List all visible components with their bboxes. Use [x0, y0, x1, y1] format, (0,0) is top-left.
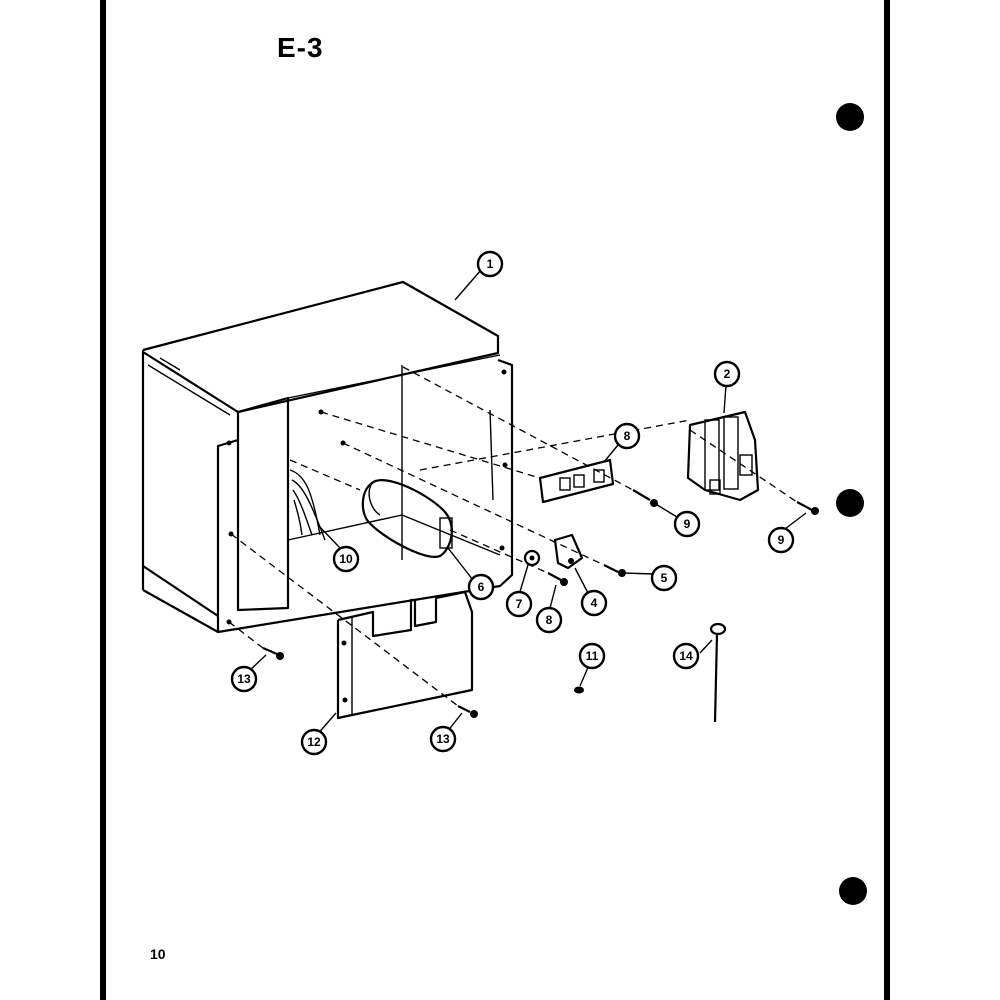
- control-box-housing: [141, 280, 514, 634]
- binder-hole-bottom: [839, 877, 867, 905]
- callout-9-right: 9: [767, 526, 795, 554]
- assembly-lines: [228, 366, 798, 707]
- svg-text:13: 13: [237, 672, 251, 686]
- svg-text:1: 1: [487, 257, 494, 271]
- svg-text:4: 4: [591, 596, 598, 610]
- svg-text:6: 6: [478, 580, 485, 594]
- page-number: 10: [150, 946, 166, 962]
- ground-lug: [553, 533, 584, 570]
- wire-harness: [289, 469, 326, 541]
- svg-text:8: 8: [546, 613, 553, 627]
- callout-7: 7: [505, 590, 533, 618]
- binder-hole-top: [836, 103, 864, 131]
- svg-text:12: 12: [307, 735, 321, 749]
- callout-13-left: 13: [230, 665, 258, 693]
- diagram-title: E-3: [277, 32, 324, 63]
- callout-5: 5: [650, 564, 678, 592]
- svg-text:11: 11: [586, 649, 599, 663]
- svg-text:9: 9: [684, 517, 691, 531]
- lock-washer: [523, 549, 541, 567]
- leader-lines: [247, 269, 807, 737]
- binder-hole-middle: [836, 489, 864, 517]
- callout-12: 12: [300, 728, 328, 756]
- callout-6: 6: [467, 573, 495, 601]
- callout-8-screw: 8: [535, 606, 563, 634]
- svg-text:13: 13: [436, 732, 450, 746]
- capacitor: [361, 479, 453, 558]
- parts-page: [100, 0, 890, 1000]
- callout-10: 10: [332, 545, 360, 573]
- svg-text:9: 9: [778, 533, 785, 547]
- callout-2: 2: [713, 360, 741, 388]
- callout-4: 4: [580, 589, 608, 617]
- left-margin: [0, 0, 100, 1000]
- callout-13-right: 13: [429, 725, 457, 753]
- screws: [262, 489, 819, 718]
- contactor: [686, 410, 760, 502]
- callout-14: 14: [672, 642, 700, 670]
- callout-1: 1: [476, 250, 504, 278]
- svg-text:2: 2: [724, 367, 731, 381]
- right-margin: [890, 0, 1000, 1000]
- svg-text:10: 10: [339, 552, 353, 566]
- callout-9-left: 9: [673, 510, 701, 538]
- svg-text:7: 7: [516, 597, 523, 611]
- cable-tie: [709, 622, 727, 723]
- callout-8-terminal: 8: [613, 422, 641, 450]
- svg-text:14: 14: [679, 649, 693, 663]
- svg-text:5: 5: [661, 571, 668, 585]
- side-cover-plate: [336, 590, 474, 720]
- terminal-board: [538, 458, 615, 504]
- callout-11: 11: [578, 642, 606, 670]
- svg-text:8: 8: [624, 429, 631, 443]
